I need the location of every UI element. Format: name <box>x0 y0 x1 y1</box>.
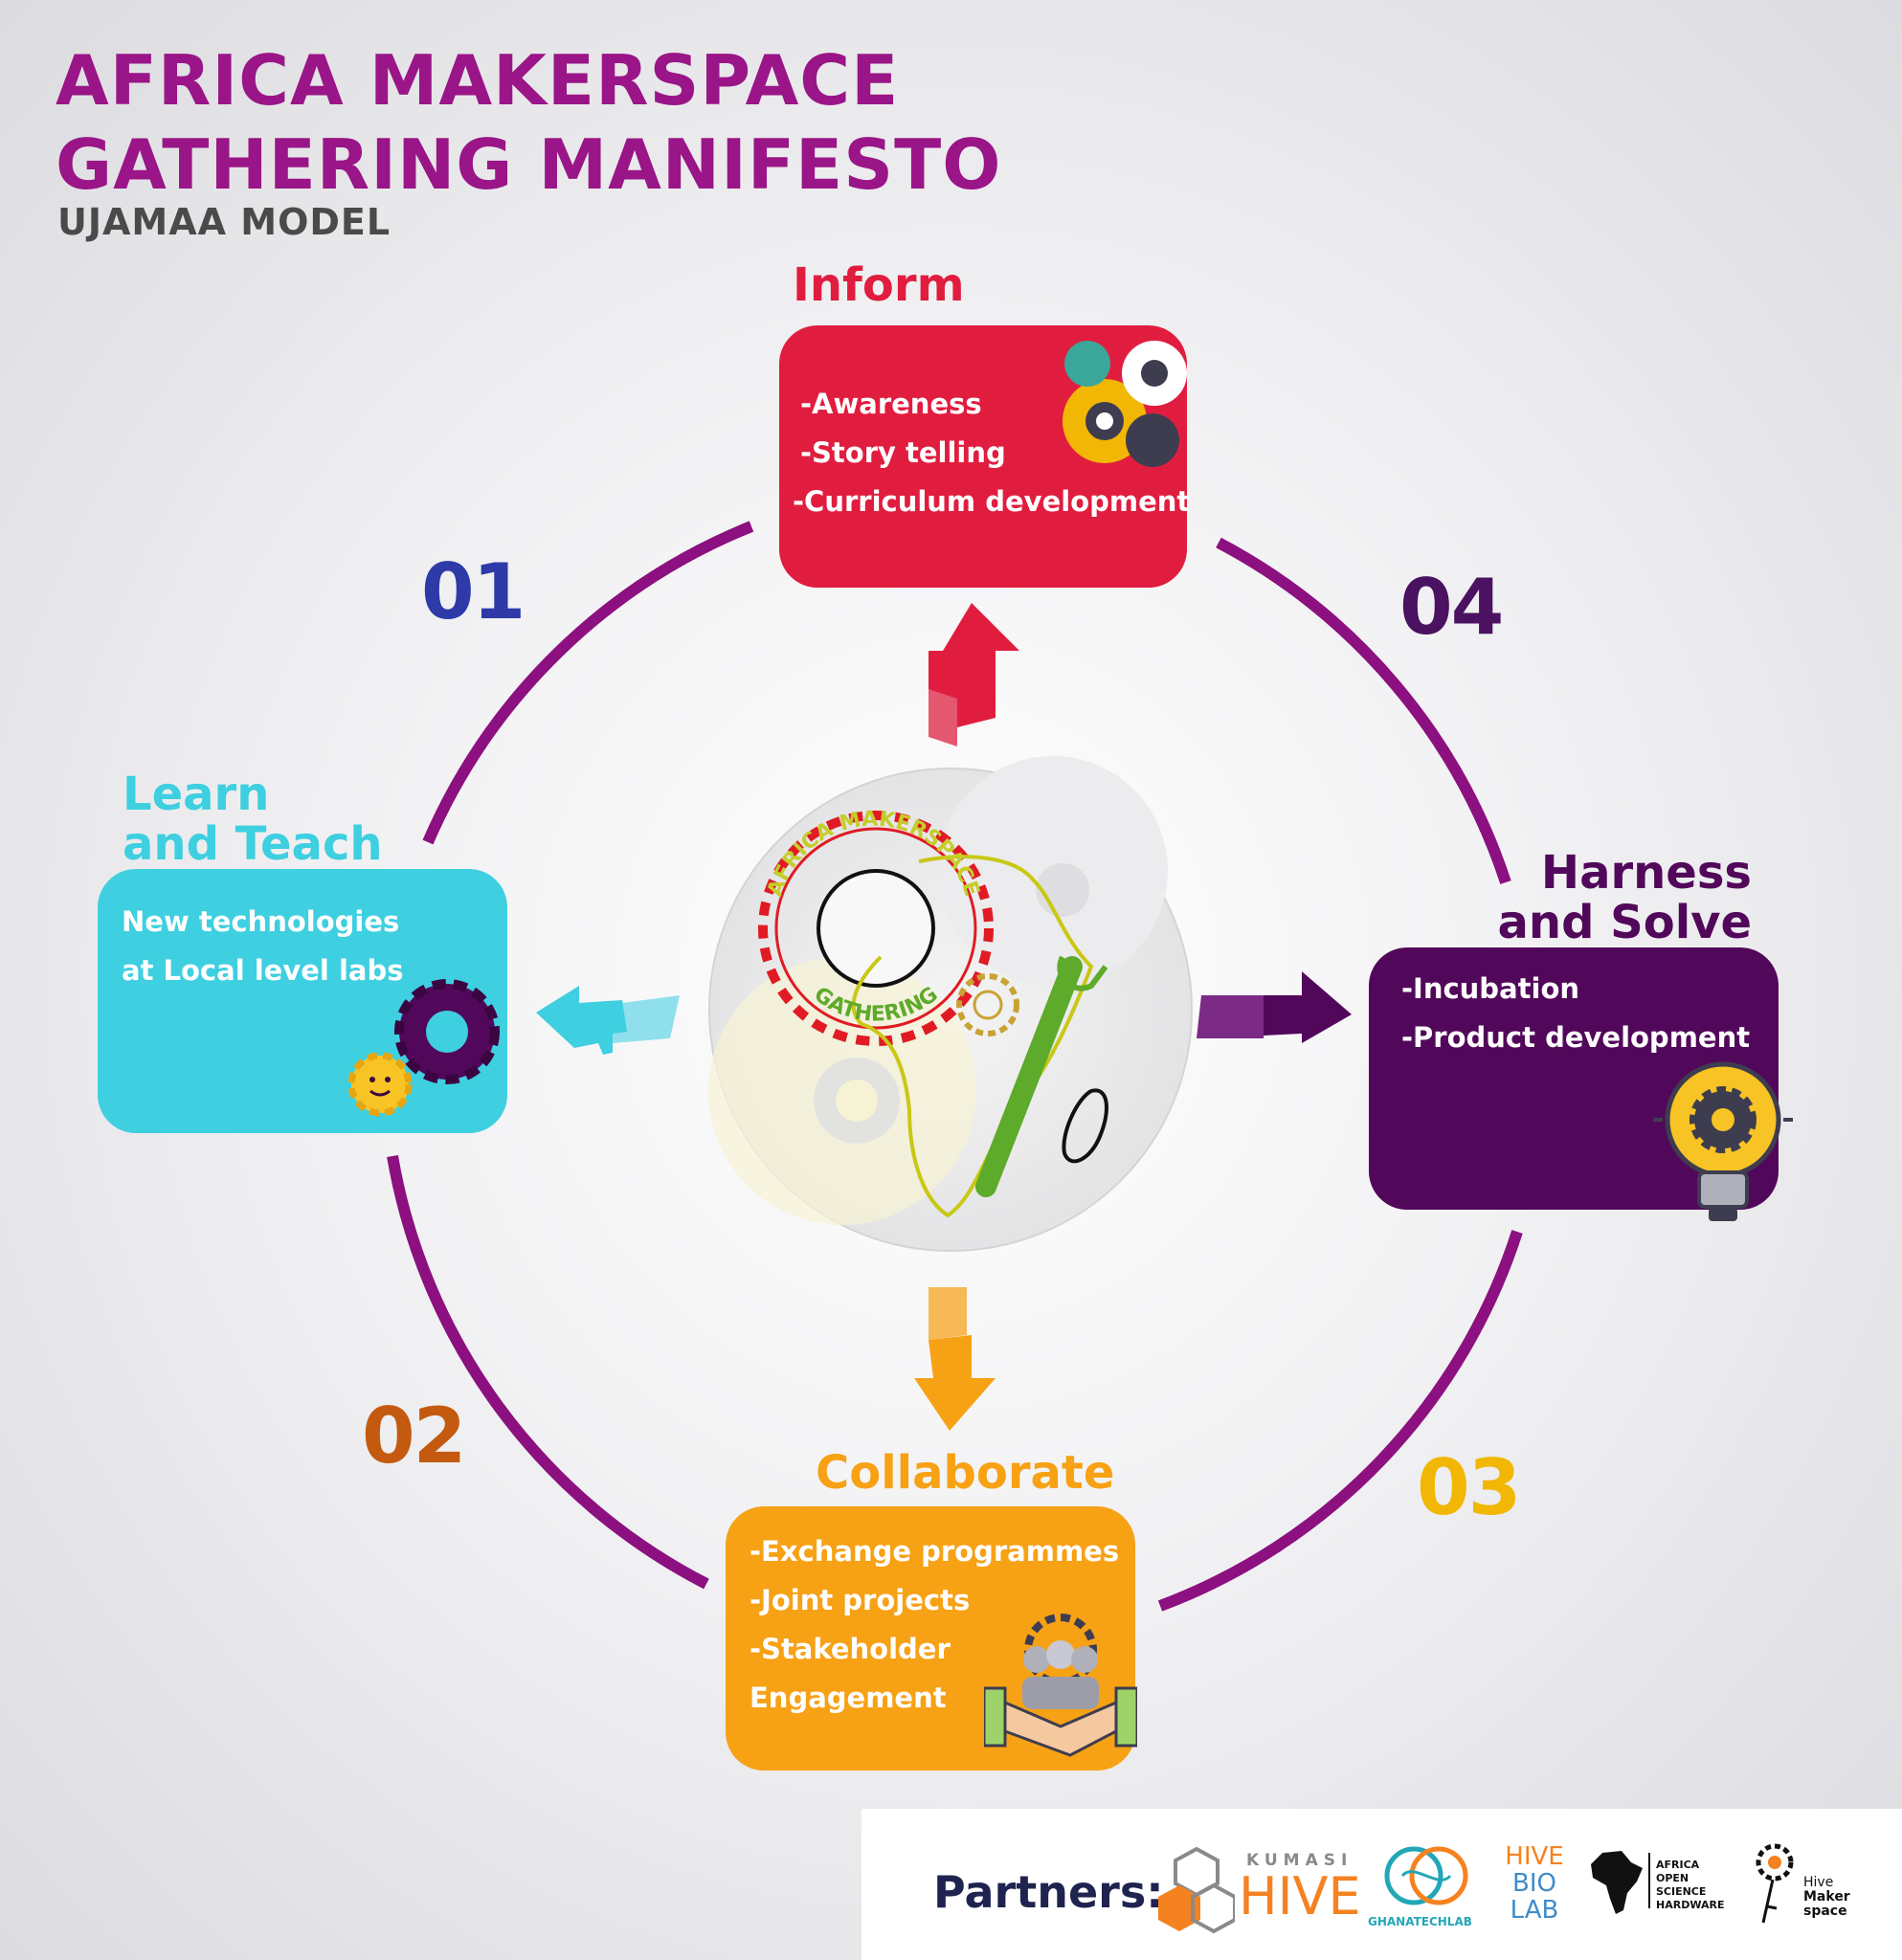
hexagon-icon <box>1158 1846 1235 1934</box>
stage-title-learn: Learn and Teach <box>123 769 383 869</box>
hive-bio-lab-line1: HIVE <box>1505 1842 1564 1871</box>
arrow-left <box>536 986 680 1055</box>
kumasi-hive-top: KUMASI <box>1246 1851 1354 1870</box>
kumasi-hive-main: HIVE <box>1239 1866 1361 1927</box>
aosh-line1: AFRICA <box>1656 1859 1700 1871</box>
aosh-line3: HARDWARE <box>1656 1899 1725 1911</box>
handshake-team-icon <box>984 1614 1137 1757</box>
infinity-circle-icon <box>1384 1846 1468 1905</box>
collaborate-item-2: -Joint projects <box>750 1584 971 1616</box>
kumasi-hive-logo: KUMASI HIVE <box>1158 1845 1361 1936</box>
logo-divider <box>1648 1853 1650 1908</box>
ring-arc-top-right <box>1216 537 1511 884</box>
stage-title-collaborate: Collaborate <box>816 1446 1115 1500</box>
harness-item-2: -Product development <box>1401 1021 1751 1054</box>
ring-arc-top-left <box>422 521 754 845</box>
cycle-ring <box>387 521 1523 1612</box>
harness-card: -Incubation -Product development <box>1369 947 1793 1221</box>
smiling-gears-icon <box>347 979 500 1117</box>
ghana-tech-lab-logo: GHANATECHLAB <box>1364 1842 1488 1938</box>
hive-bio-lab-line2: BIO <box>1512 1869 1556 1898</box>
stage-title-harness: Harness and Solve <box>1493 848 1752 947</box>
arrow-down <box>914 1287 996 1431</box>
inform-card: -Awareness -Story telling -Curriculum de… <box>779 325 1191 588</box>
hive-bio-lab-line3: LAB <box>1510 1896 1559 1925</box>
stage-title-learn-line2: and Teach <box>123 817 383 871</box>
collaborate-card: -Exchange programmes -Joint projects -St… <box>726 1506 1137 1771</box>
ghana-tech-lab-text: GHANATECHLAB <box>1368 1915 1472 1928</box>
ring-arc-bottom-left <box>387 1154 709 1590</box>
key-gear-icon <box>1756 1843 1794 1924</box>
stage-number-01: 01 <box>421 547 526 636</box>
learn-card: New technologies at Local level labs <box>98 869 507 1133</box>
stage-number-02: 02 <box>362 1392 466 1481</box>
harness-item-1: -Incubation <box>1401 972 1580 1005</box>
page-title: AFRICA MAKERSPACE GATHERING MANIFESTO <box>56 38 1001 207</box>
stage-title-harness-line1: Harness <box>1540 846 1752 900</box>
aosh-text: AFRICA OPEN SCIENCE HARDWARE <box>1656 1859 1742 1912</box>
gears-icon <box>1063 341 1187 467</box>
hms-line1: Hive <box>1803 1875 1834 1890</box>
stage-title-learn-line1: Learn <box>123 768 270 821</box>
hms-line2: Maker <box>1803 1889 1850 1904</box>
title-line-2: GATHERING MANIFESTO <box>56 124 1002 205</box>
africa-open-science-hardware-logo: AFRICA OPEN SCIENCE HARDWARE <box>1589 1849 1742 1926</box>
inform-item-2: -Story telling <box>800 436 1006 469</box>
africa-map-icon <box>1591 1851 1643 1914</box>
lightbulb-gear-icon <box>1653 1061 1793 1221</box>
arrow-up <box>929 603 1019 746</box>
ring-arc-bottom-right <box>1157 1230 1523 1612</box>
learn-item-1: New technologies <box>122 905 400 938</box>
partners-bar <box>861 1809 1902 1960</box>
aosh-line2: OPEN SCIENCE <box>1656 1872 1707 1898</box>
partners-label: Partners: <box>933 1866 1164 1918</box>
hive-bio-lab-logo: HIVE BIO LAB <box>1501 1843 1568 1939</box>
collaborate-item-3: -Stakeholder <box>750 1633 951 1665</box>
hive-maker-space-text: Hive Maker space <box>1803 1876 1850 1919</box>
title-line-1: AFRICA MAKERSPACE <box>56 40 900 121</box>
learn-item-2: at Local level labs <box>122 954 404 987</box>
center-logo: AFRICA MAKERSPACE GATHERING <box>708 756 1193 1252</box>
hms-line3: space <box>1803 1904 1847 1919</box>
inform-item-1: -Awareness <box>800 388 982 420</box>
stage-title-inform: Inform <box>793 258 965 312</box>
collaborate-item-4: Engagement <box>750 1682 947 1714</box>
arrow-right <box>1197 971 1352 1043</box>
hive-maker-space-logo: Hive Maker space <box>1754 1841 1859 1937</box>
stage-title-harness-line2: and Solve <box>1497 896 1752 949</box>
stage-number-04: 04 <box>1399 563 1504 652</box>
collaborate-item-1: -Exchange programmes <box>750 1535 1120 1568</box>
stage-number-03: 03 <box>1417 1443 1521 1532</box>
page-subtitle: UJAMAA MODEL <box>57 201 392 243</box>
inform-item-3: -Curriculum development <box>793 485 1191 518</box>
